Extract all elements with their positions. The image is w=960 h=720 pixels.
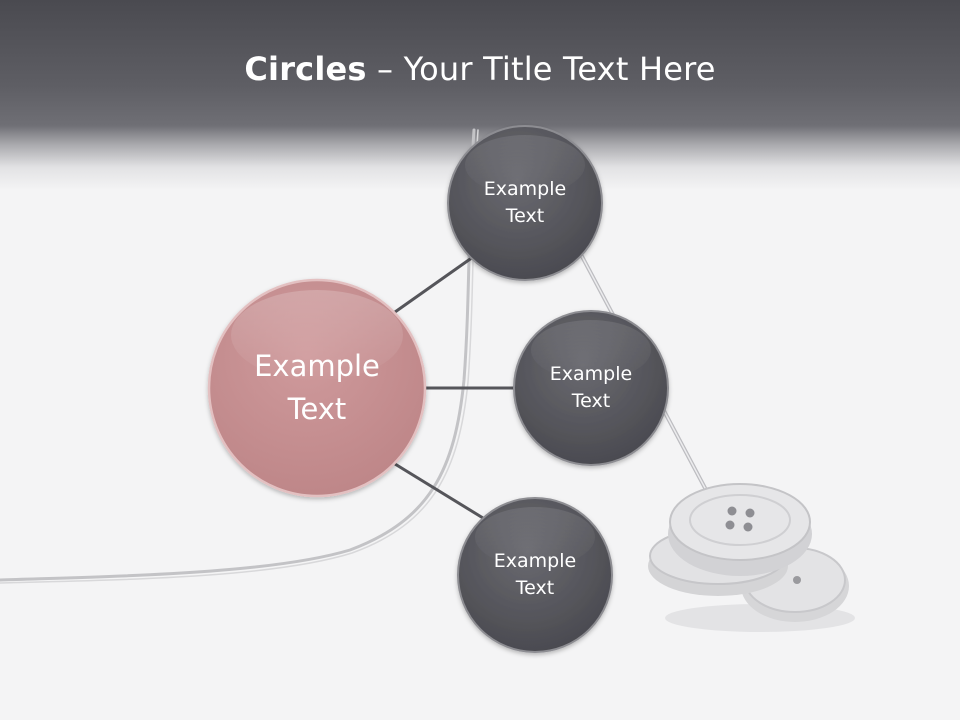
node-circle-bottom[interactable] <box>457 497 613 653</box>
node-top-line-2: Text <box>505 205 545 227</box>
sewing-buttons-decoration <box>648 483 855 632</box>
node-middle-label: Example Text <box>521 318 661 458</box>
connector-bottom <box>394 462 484 520</box>
node-circle-top[interactable] <box>447 125 603 281</box>
title-rest-part: – Your Title Text Here <box>366 50 716 88</box>
connectors <box>394 255 514 520</box>
slide-title[interactable]: Circles – Your Title Text Here <box>0 50 960 88</box>
title-bold-part: Circles <box>244 50 367 88</box>
node-circle-middle[interactable] <box>513 310 669 466</box>
node-top-line-1: Example <box>483 178 567 201</box>
center-circle-label: Example Text <box>217 288 417 488</box>
node-bottom-label: Example Text <box>465 505 605 645</box>
thread-decoration <box>0 128 479 584</box>
node-bottom-line-1: Example <box>493 550 577 573</box>
node-bottom-line-2: Text <box>515 577 555 599</box>
connector-top <box>394 255 474 314</box>
node-top-label: Example Text <box>455 133 595 273</box>
node-middle-line-2: Text <box>571 390 611 412</box>
node-middle-line-1: Example <box>549 363 633 386</box>
center-line-1: Example <box>254 348 380 383</box>
center-line-2: Text <box>287 392 347 426</box>
center-circle[interactable] <box>207 278 427 498</box>
